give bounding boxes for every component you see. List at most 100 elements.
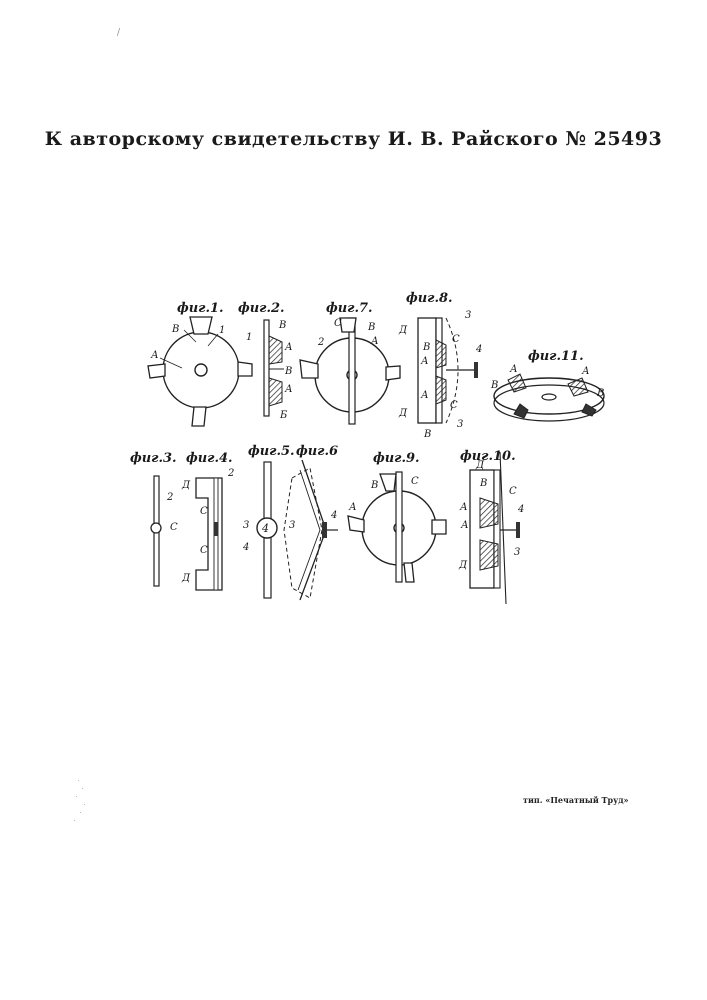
figure-5-caption: фиг.5. xyxy=(248,444,295,459)
figure-1-blade-top xyxy=(190,317,212,334)
figure-6-label-3: 3 xyxy=(289,520,295,531)
figure-10-label-c: С xyxy=(509,486,517,497)
figure-4-label-c2: С xyxy=(200,545,208,556)
printer-imprint: тип. «Печатный Труд» xyxy=(523,795,629,805)
figure-2-insert-lower xyxy=(269,378,282,406)
figure-11-label-b2: В xyxy=(596,388,604,399)
figure-2-caption: фиг.2. xyxy=(238,301,285,316)
figure-10-caption: фиг.10. xyxy=(460,449,516,464)
figure-3: фиг.3. 2 С xyxy=(130,451,178,586)
figure-10-label-a2: А xyxy=(460,520,469,531)
figure-6-knob xyxy=(322,522,327,538)
figure-1-blade-bottom xyxy=(192,407,206,426)
figure-10-label-4: 4 xyxy=(517,504,524,515)
figure-4-label-2: 2 xyxy=(227,468,234,479)
figure-2-label-a2: А xyxy=(284,384,293,395)
figure-2-label-1: 1 xyxy=(246,332,252,343)
figure-11-label-b1: В xyxy=(490,380,498,391)
figure-3-label-2: 2 xyxy=(166,492,173,503)
figure-10-label-d1: Д xyxy=(475,460,485,471)
figure-3-hub xyxy=(151,523,161,533)
figure-10-label-d2: Д xyxy=(458,560,468,571)
figure-1-disc xyxy=(163,332,239,408)
figure-9: фиг.9. В С А xyxy=(348,451,446,582)
figure-8: фиг.8. Д В 3 С А А 4 С Д В 3 xyxy=(398,291,482,440)
figure-2-label-b3: Б xyxy=(279,410,288,421)
figure-5-label-4b: 4 xyxy=(242,542,249,553)
figure-10-knob xyxy=(516,522,520,538)
figure-11-caption: фиг.11. xyxy=(528,349,584,364)
figure-4-label-d1: Д xyxy=(181,480,191,491)
figure-7: фиг.7. С В 2 А xyxy=(300,301,400,424)
figure-10-label-b: В xyxy=(479,478,487,489)
figure-4: фиг.4. Д 2 С С Д xyxy=(181,451,234,590)
figure-8-label-a2: А xyxy=(420,390,429,401)
figure-7-label-c: С xyxy=(334,318,342,329)
figure-9-caption: фиг.9. xyxy=(373,451,420,466)
figure-10-label-a1: А xyxy=(459,502,468,513)
figure-3-label-c: С xyxy=(170,522,178,533)
figure-7-blade-top xyxy=(340,318,356,332)
figure-1-caption: фиг.1. xyxy=(177,301,224,316)
figure-1-blade-left xyxy=(148,364,165,378)
figure-8-label-d1: Д xyxy=(398,325,408,336)
figure-8-insert-upper xyxy=(436,340,446,368)
figure-1-label-b: В xyxy=(171,324,179,335)
figure-8-label-a1: А xyxy=(420,356,429,367)
figure-11-label-a1: А xyxy=(509,364,518,375)
figure-8-label-b1: В xyxy=(422,342,430,353)
figure-2-shaft xyxy=(264,320,269,416)
figure-8-label-3b: 3 xyxy=(457,419,463,430)
figure-10: фиг.10. Д В С А А 4 Д 3 xyxy=(458,449,524,604)
figure-9-blade-left xyxy=(348,516,364,532)
figure-8-label-3a: 3 xyxy=(465,310,471,321)
figure-8-label-c1: С xyxy=(452,334,460,345)
figure-3-caption: фиг.3. xyxy=(130,451,177,466)
figure-1-blade-right xyxy=(238,362,252,376)
figure-9-label-a: А xyxy=(348,502,357,513)
figure-11-label-a2: А xyxy=(581,366,590,377)
figure-7-shaft xyxy=(349,318,355,424)
figure-4-caption: фиг.4. xyxy=(186,451,233,466)
figure-10-blade-line xyxy=(500,452,506,604)
figure-1-label-1: 1 xyxy=(219,325,225,336)
figure-9-blade-top xyxy=(380,474,396,491)
figure-1-label-a: А xyxy=(150,350,159,361)
figure-8-label-b2: В xyxy=(423,429,431,440)
figure-8-label-d2: Д xyxy=(398,408,408,419)
figure-7-blade-left xyxy=(300,360,318,378)
figure-8-label-c2: С xyxy=(450,400,458,411)
figure-8-caption: фиг.8. xyxy=(406,291,453,306)
scan-artifacts xyxy=(74,780,85,821)
figure-7-label-a: А xyxy=(370,336,379,347)
figure-4-label-c1: С xyxy=(200,506,208,517)
figure-8-label-4: 4 xyxy=(475,344,482,355)
figure-6: фиг.6 3 4 xyxy=(284,444,338,600)
figure-8-housing xyxy=(418,318,436,423)
figure-9-blade-right xyxy=(432,520,446,534)
figure-2: фиг.2. 1 В А В А Б xyxy=(238,301,293,421)
figure-1-hub xyxy=(195,364,207,376)
figure-6-label-4: 4 xyxy=(330,510,337,521)
figure-2-insert-upper xyxy=(269,336,282,364)
figure-7-caption: фиг.7. xyxy=(326,301,373,316)
figure-2-label-a1: А xyxy=(284,342,293,353)
figure-9-label-c: С xyxy=(411,476,419,487)
figure-9-shaft xyxy=(396,472,402,582)
figure-5-label-4a: 4 xyxy=(261,522,269,535)
figure-6-dashed-outline xyxy=(284,468,322,598)
figure-1: фиг.1. В 1 А xyxy=(148,301,252,426)
figure-5-label-3: 3 xyxy=(243,520,249,531)
figure-4-label-d2: Д xyxy=(181,573,191,584)
figure-10-label-3: 3 xyxy=(514,547,520,558)
figure-2-label-b2: В xyxy=(284,366,292,377)
figure-6-caption: фиг.6 xyxy=(296,444,338,459)
figure-2-label-b1: В xyxy=(278,320,286,331)
figure-5: фиг.5. 4 3 4 xyxy=(242,444,295,598)
figure-10-insert-lower xyxy=(480,540,498,570)
figure-8-insert-lower xyxy=(436,376,446,404)
figure-9-label-b: В xyxy=(370,480,378,491)
figure-7-blade-right xyxy=(386,366,400,380)
figure-7-label-b: В xyxy=(367,322,375,333)
